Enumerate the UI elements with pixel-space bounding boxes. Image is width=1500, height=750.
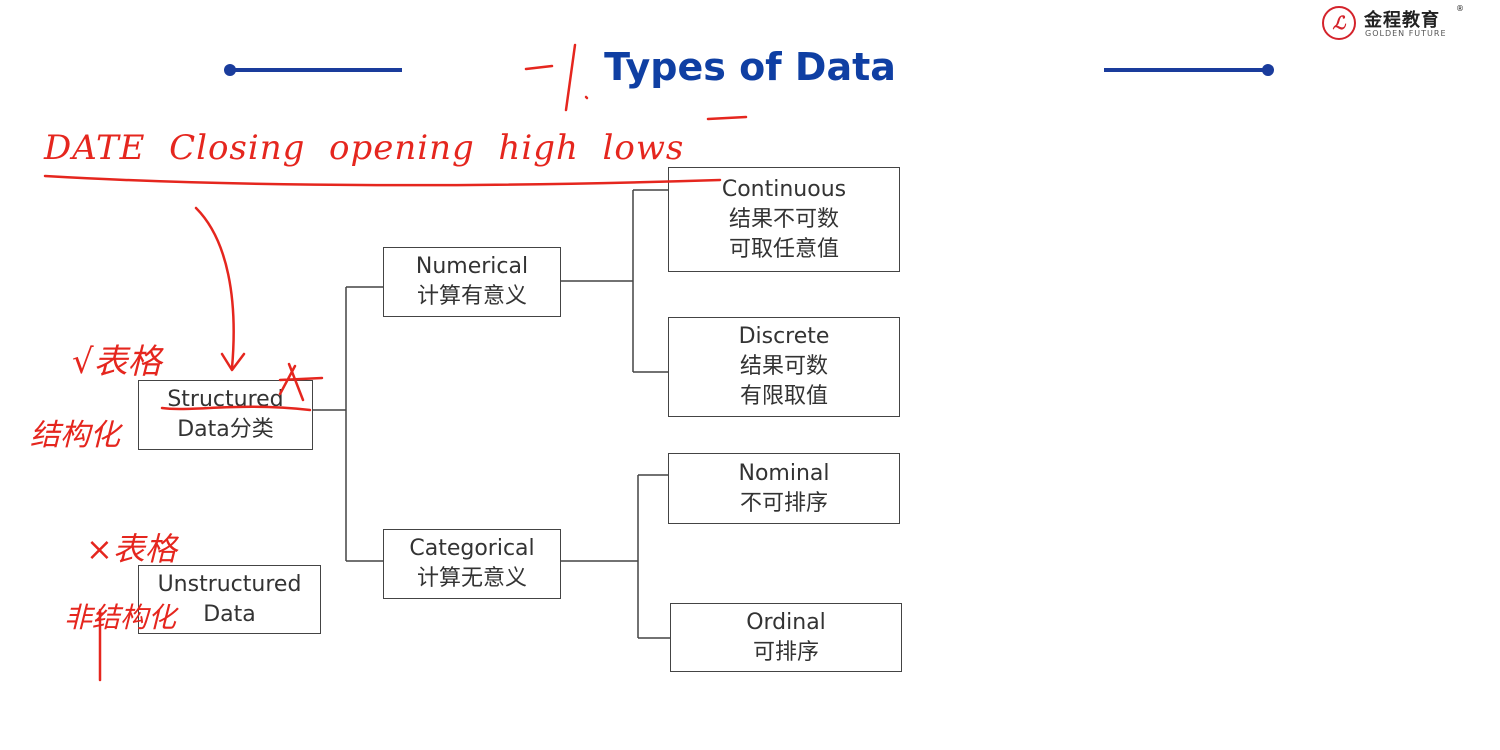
registered-mark: ® bbox=[1456, 4, 1464, 13]
handwritten-top-note: DATE Closing opening high lows bbox=[44, 128, 685, 168]
node-ordinal-line1: Ordinal bbox=[746, 609, 826, 635]
node-ordinal: Ordinal 可排序 bbox=[670, 603, 902, 672]
node-categorical-line1: Categorical bbox=[409, 536, 535, 561]
node-nominal: Nominal 不可排序 bbox=[668, 453, 900, 524]
handwritten-structured-check: √表格 bbox=[72, 342, 162, 382]
node-categorical-line2: 计算无意义 bbox=[416, 566, 527, 591]
node-continuous-line2: 结果不可数 bbox=[728, 206, 839, 232]
handwritten-unstructured-cross: ×表格 bbox=[86, 530, 177, 568]
node-nominal-line1: Nominal bbox=[738, 460, 830, 486]
node-continuous: Continuous 结果不可数 可取任意值 bbox=[668, 167, 900, 272]
node-unstructured-data: Unstructured Data bbox=[138, 565, 321, 634]
handwritten-structured-label: 结构化 bbox=[30, 418, 120, 453]
node-continuous-line1: Continuous bbox=[721, 176, 847, 202]
node-discrete: Discrete 结果可数 有限取值 bbox=[668, 317, 900, 417]
handwritten-unstructured-label: 非结构化 bbox=[64, 601, 177, 634]
node-unstructured-line1: Unstructured bbox=[157, 571, 302, 597]
node-nominal-line2: 不可排序 bbox=[739, 490, 828, 516]
brand-logo: ℒ 金程教育 ® GOLDEN FUTURE bbox=[1322, 4, 1472, 42]
node-discrete-line1: Discrete bbox=[738, 324, 830, 349]
pen-arrow-head bbox=[220, 352, 246, 372]
pen-dash-top bbox=[524, 64, 554, 71]
node-discrete-line3: 有限取值 bbox=[739, 384, 828, 409]
node-numerical-line2: 计算有意义 bbox=[416, 284, 527, 309]
node-structured-line2: Data分类 bbox=[177, 417, 274, 442]
node-categorical: Categorical 计算无意义 bbox=[383, 529, 561, 599]
pen-structured-underline bbox=[160, 405, 312, 412]
node-numerical-line1: Numerical bbox=[415, 254, 529, 279]
node-numerical: Numerical 计算有意义 bbox=[383, 247, 561, 317]
pen-slash-top bbox=[564, 43, 577, 112]
pen-arrow-shaft bbox=[194, 206, 235, 370]
title-rule-left bbox=[230, 68, 402, 72]
node-unstructured-line2: Data bbox=[203, 601, 256, 627]
title-rule-right-dot bbox=[1262, 64, 1274, 76]
brand-tagline: GOLDEN FUTURE bbox=[1365, 29, 1447, 38]
node-discrete-line2: 结果可数 bbox=[739, 354, 828, 379]
node-ordinal-line2: 可排序 bbox=[752, 639, 819, 665]
pen-dash-right bbox=[706, 115, 748, 121]
slide-title: Types of Data bbox=[604, 45, 896, 89]
brand-name: 金程教育 bbox=[1364, 10, 1440, 31]
pen-dot-top bbox=[584, 95, 589, 100]
pen-underline bbox=[43, 174, 722, 187]
node-continuous-line3: 可取任意值 bbox=[728, 236, 839, 262]
golden-future-seal-icon: ℒ bbox=[1322, 6, 1356, 40]
pen-star bbox=[278, 362, 324, 402]
title-rule-right bbox=[1104, 68, 1268, 72]
